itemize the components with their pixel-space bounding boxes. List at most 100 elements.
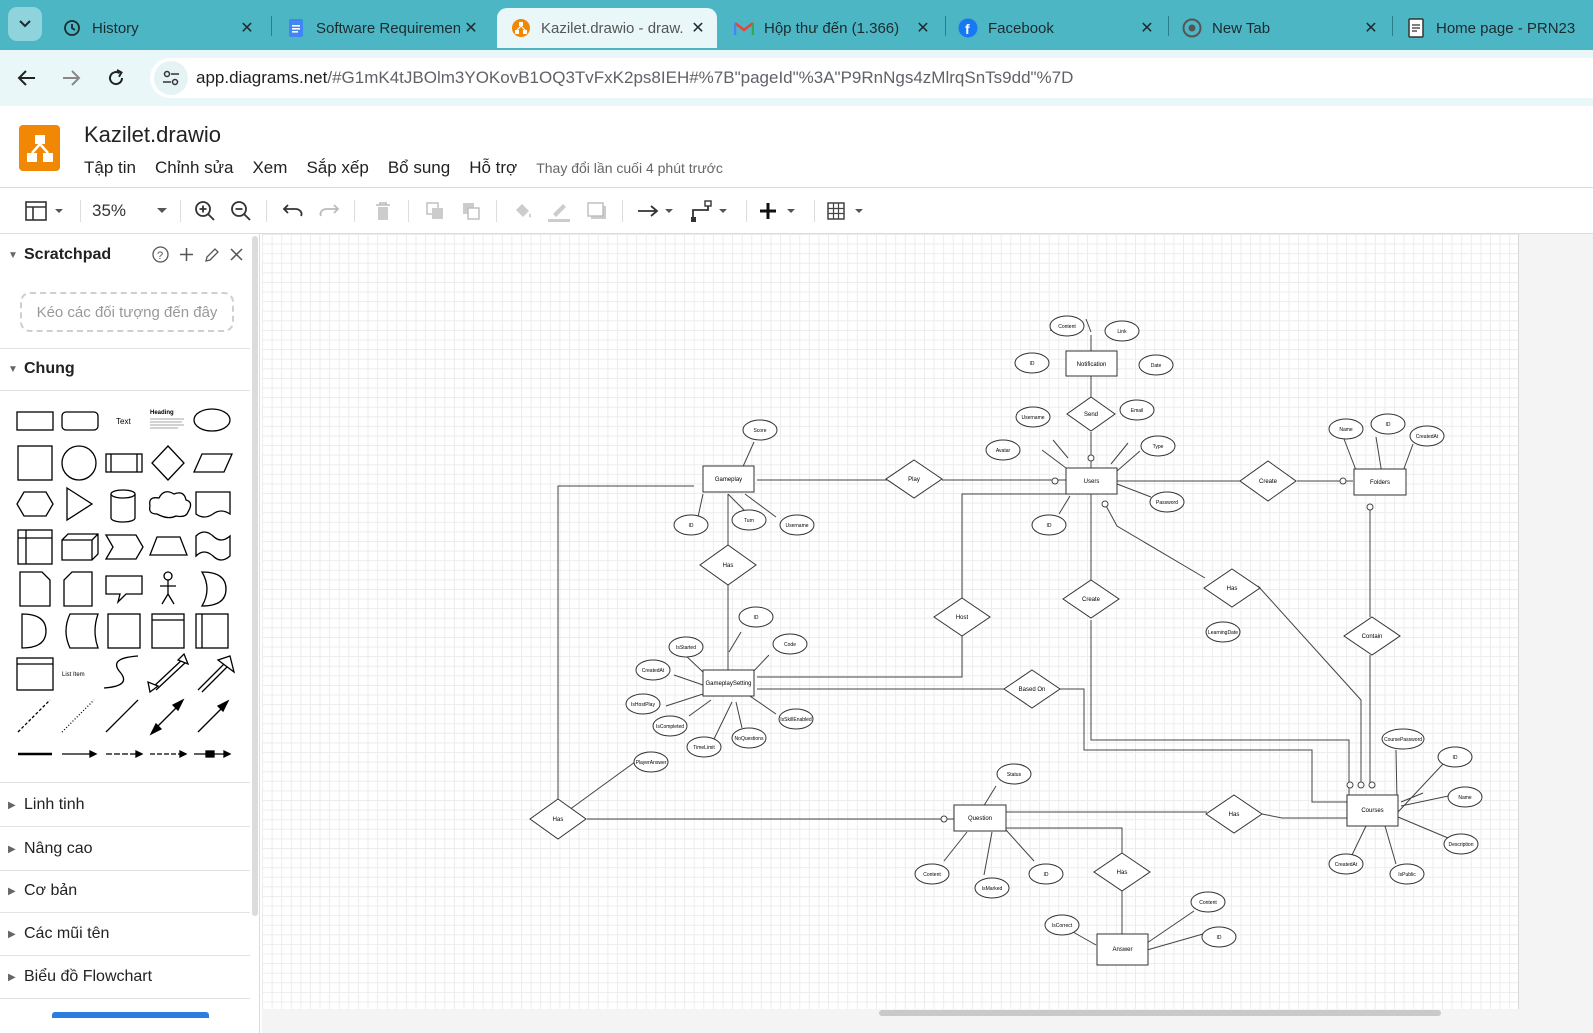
shape-hexagon[interactable] <box>16 491 54 517</box>
zoom-in-button[interactable] <box>192 198 218 224</box>
shape-dotted-line[interactable] <box>61 699 95 733</box>
shape-ellipse[interactable] <box>193 408 231 432</box>
attribute[interactable]: Username <box>779 514 815 536</box>
attribute[interactable]: IsPublic <box>1389 863 1425 885</box>
entity-gameplay-setting[interactable]: GameplaySetting <box>702 669 755 697</box>
shape-line[interactable] <box>105 699 139 733</box>
shape-parallelogram[interactable] <box>192 453 234 473</box>
attribute[interactable]: IsCorrect <box>1044 914 1080 936</box>
attribute[interactable]: ID <box>1437 746 1473 768</box>
relation-course-question-has[interactable]: Has <box>1205 794 1263 834</box>
general-section-header[interactable]: ▼ Chung <box>8 360 75 378</box>
entity-question[interactable]: Question <box>953 804 1007 832</box>
relation-answer-has[interactable]: Has <box>1093 852 1151 892</box>
attribute[interactable]: IsStarted <box>668 636 704 658</box>
shape-callout[interactable] <box>105 575 143 605</box>
attribute[interactable]: IsHostPlay <box>625 693 661 715</box>
line-color-button[interactable] <box>546 198 572 224</box>
attribute[interactable]: Description <box>1443 833 1479 855</box>
redo-button[interactable] <box>316 198 342 224</box>
shape-arrow[interactable] <box>197 655 236 693</box>
entity-courses[interactable]: Courses <box>1346 794 1399 827</box>
relation-play[interactable]: Play <box>885 459 943 499</box>
document-title[interactable]: Kazilet.drawio <box>84 122 221 147</box>
attribute[interactable]: Avatar <box>985 439 1021 461</box>
attribute[interactable]: Link <box>1104 320 1140 342</box>
relation-learning-has[interactable]: Has <box>1203 568 1261 608</box>
attribute[interactable]: Name <box>1447 786 1483 808</box>
url-bar[interactable]: app.diagrams.net/#G1mK4tJBOlm3YOKovB1OQ3… <box>150 58 1593 98</box>
more-shapes-button[interactable] <box>52 1012 209 1018</box>
horizontal-scrollbar[interactable] <box>879 1010 1441 1016</box>
relation-create-course[interactable]: Create <box>1062 579 1120 619</box>
sidebar-scrollbar[interactable] <box>252 236 258 916</box>
site-settings-icon[interactable] <box>154 61 188 95</box>
tab-facebook[interactable]: f Facebook ✕ <box>944 8 1166 48</box>
shape-block-arrow-connector[interactable] <box>194 749 232 759</box>
close-tab-icon[interactable]: ✕ <box>1364 20 1378 37</box>
shape-cylinder[interactable] <box>110 489 136 523</box>
tab-new-tab[interactable]: New Tab ✕ <box>1168 8 1390 48</box>
entity-users[interactable]: Users <box>1065 467 1118 495</box>
insert-dropdown[interactable] <box>758 198 802 224</box>
shape-actor[interactable] <box>160 571 176 605</box>
close-tab-icon[interactable]: ✕ <box>916 20 930 37</box>
to-back-button[interactable] <box>458 198 484 224</box>
attribute[interactable]: Type <box>1140 435 1176 457</box>
shadow-button[interactable] <box>584 198 610 224</box>
connection-style-dropdown[interactable] <box>636 198 680 224</box>
section-advanced[interactable]: ▶ Nâng cao <box>8 840 93 858</box>
attribute[interactable]: Code <box>772 633 808 655</box>
attribute[interactable]: ID <box>738 606 774 628</box>
attribute[interactable]: IsCompleted <box>652 715 688 737</box>
shape-data-storage[interactable] <box>65 613 99 649</box>
scratchpad-header[interactable]: ▼ Scratchpad <box>8 246 111 264</box>
shape-curve[interactable] <box>103 655 139 689</box>
menu-file[interactable]: Tập tin <box>84 158 136 177</box>
attribute[interactable]: Status <box>996 763 1032 785</box>
help-icon[interactable]: ? <box>152 246 169 263</box>
forward-button[interactable] <box>57 64 85 92</box>
attribute[interactable]: IsMarked <box>974 877 1010 899</box>
shape-rectangle[interactable] <box>16 411 54 431</box>
section-arrows[interactable]: ▶ Các mũi tên <box>8 925 109 943</box>
menu-help[interactable]: Hỗ trợ <box>469 158 518 177</box>
attribute[interactable]: CreatedAt <box>1409 425 1445 447</box>
attribute[interactable]: TimeLimit <box>686 736 722 758</box>
diagram-canvas[interactable]: Notification Users Gameplay Folders Game… <box>262 234 1593 1033</box>
menu-edit[interactable]: Chỉnh sửa <box>154 158 234 177</box>
last-change-status[interactable]: Thay đổi lần cuối 4 phút trước <box>536 160 723 176</box>
shape-bidirectional-connector[interactable] <box>149 698 185 736</box>
attribute[interactable]: ID <box>1201 926 1237 948</box>
section-misc[interactable]: ▶ Linh tinh <box>8 796 85 814</box>
attribute[interactable]: Score <box>742 419 778 441</box>
shape-dotted-arrow-connector[interactable] <box>150 749 188 759</box>
entity-answer[interactable]: Answer <box>1096 933 1149 966</box>
attribute[interactable]: ID <box>1014 352 1050 374</box>
relation-contain[interactable]: Contain <box>1343 616 1401 656</box>
attribute[interactable]: Username <box>1015 406 1051 428</box>
attribute[interactable]: Turn <box>731 509 767 531</box>
attribute[interactable]: Content <box>1049 315 1085 337</box>
shape-dashed-line[interactable] <box>17 699 51 733</box>
shape-vertical-swimlane[interactable] <box>195 613 229 649</box>
tab-history[interactable]: History ✕ <box>48 8 266 48</box>
waypoints-dropdown[interactable] <box>690 198 734 224</box>
attribute[interactable]: Name <box>1328 418 1364 440</box>
to-front-button[interactable] <box>422 198 448 224</box>
undo-button[interactable] <box>280 198 306 224</box>
attribute[interactable]: Password <box>1149 491 1185 513</box>
section-basic[interactable]: ▶ Cơ bản <box>8 882 77 900</box>
shape-triangle[interactable] <box>66 486 94 522</box>
drawio-logo[interactable] <box>19 125 60 171</box>
section-flowchart[interactable]: ▶ Biểu đồ Flowchart <box>8 968 152 986</box>
attribute[interactable]: ID <box>673 514 709 536</box>
close-tab-icon[interactable]: ✕ <box>464 20 478 37</box>
close-tab-icon[interactable]: ✕ <box>691 20 705 37</box>
shape-trapezoid[interactable] <box>149 536 188 556</box>
zoom-out-button[interactable] <box>228 198 254 224</box>
relation-create-folder[interactable]: Create <box>1239 460 1297 502</box>
zoom-dropdown[interactable]: 35% <box>92 198 168 224</box>
shape-document[interactable] <box>195 491 231 518</box>
menu-arrange[interactable]: Sắp xếp <box>306 158 369 177</box>
